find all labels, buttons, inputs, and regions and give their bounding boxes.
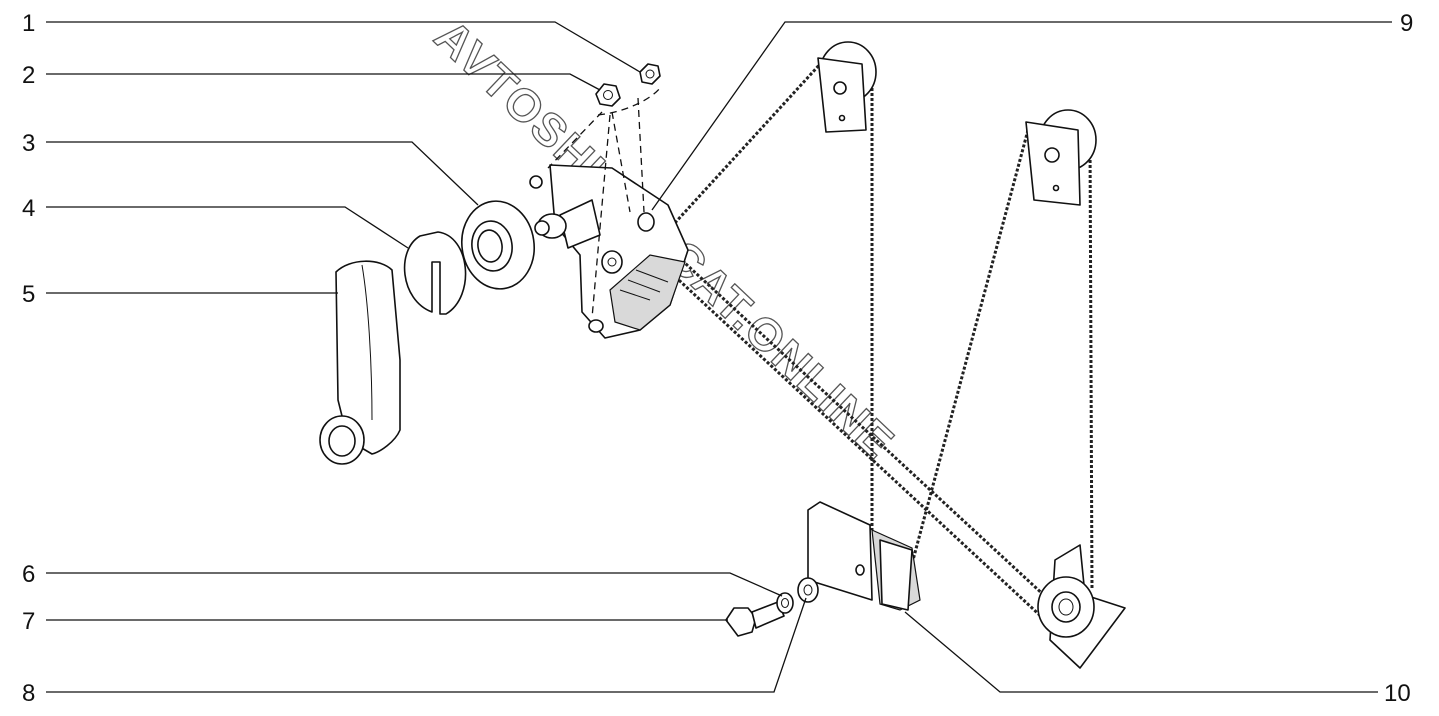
lower-pulley <box>1037 544 1126 669</box>
nut-part-1 <box>639 63 661 85</box>
window-crank-handle-part-5 <box>319 260 401 465</box>
spring-clip-part-4 <box>403 231 467 315</box>
flat-washer-part-8 <box>797 577 819 603</box>
callout-8: 8 <box>22 680 35 707</box>
spring-washer-part-6 <box>776 592 794 614</box>
upper-pulley-left <box>817 41 877 133</box>
bolt-part-7 <box>725 601 785 637</box>
callout-10: 10 <box>1384 680 1411 707</box>
callout-2: 2 <box>22 62 35 89</box>
regulator-cables <box>650 60 1094 622</box>
callout-6: 6 <box>22 561 35 588</box>
assembly-guide-lines <box>547 87 661 319</box>
callout-5: 5 <box>22 281 35 308</box>
upper-pulley-right <box>1025 109 1097 206</box>
callout-1: 1 <box>22 10 35 37</box>
callout-4: 4 <box>22 195 35 222</box>
callout-9: 9 <box>1400 10 1413 37</box>
leader-lines <box>46 21 1392 693</box>
callout-7: 7 <box>22 608 35 635</box>
callout-numbers: 1 2 3 4 5 6 7 8 9 10 <box>22 10 1413 707</box>
callout-3: 3 <box>22 130 35 157</box>
rosette-part-3 <box>461 200 535 290</box>
nut-part-2 <box>595 83 621 107</box>
regulator-mechanism <box>529 164 689 339</box>
glass-clamp <box>807 501 921 611</box>
